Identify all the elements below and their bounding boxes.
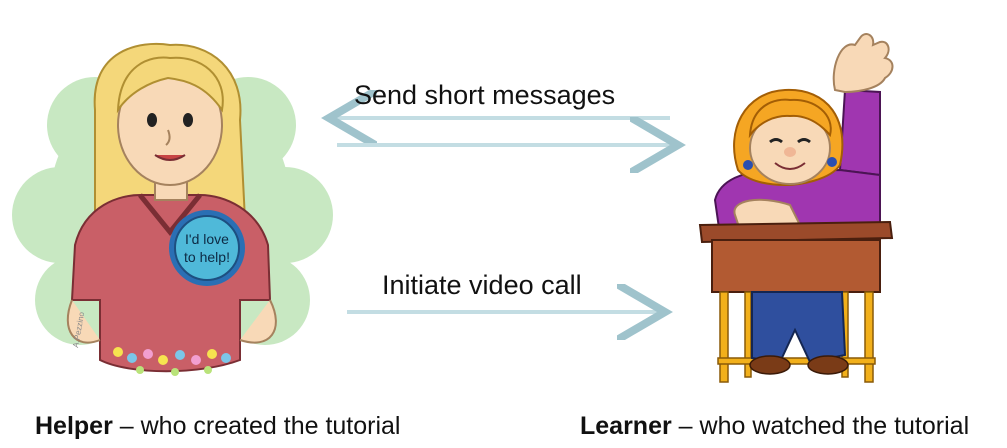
learner-desk-top [698,220,894,244]
learner-desk-front [711,239,881,293]
badge-text-line2: to help! [184,249,230,265]
helper-badge: I'd love to help! [169,210,245,286]
video-call-label: Initiate video call [382,270,582,300]
learner-caption: Learner – who watched the tutorial [580,412,969,441]
learner-pants [751,291,847,364]
shirt-floral-hem [113,347,231,376]
learner-illustration [698,33,894,383]
badge-text-line1: I'd love [185,231,229,247]
helper-caption-desc: – who created the tutorial [112,412,401,440]
helper-caption-name: Helper [35,412,113,440]
learner-raised-hand [832,33,894,94]
send-messages-label: Send short messages [354,80,616,110]
learner-caption-desc: – who watched the tutorial [671,412,970,440]
learner-caption-name: Learner [580,412,672,440]
helper-caption: Helper – who created the tutorial [35,412,400,441]
helper-illustration: I'd love to help! A.Pezzino [12,42,333,376]
helper-shirt [70,194,272,373]
send-messages-arrows [337,118,670,145]
